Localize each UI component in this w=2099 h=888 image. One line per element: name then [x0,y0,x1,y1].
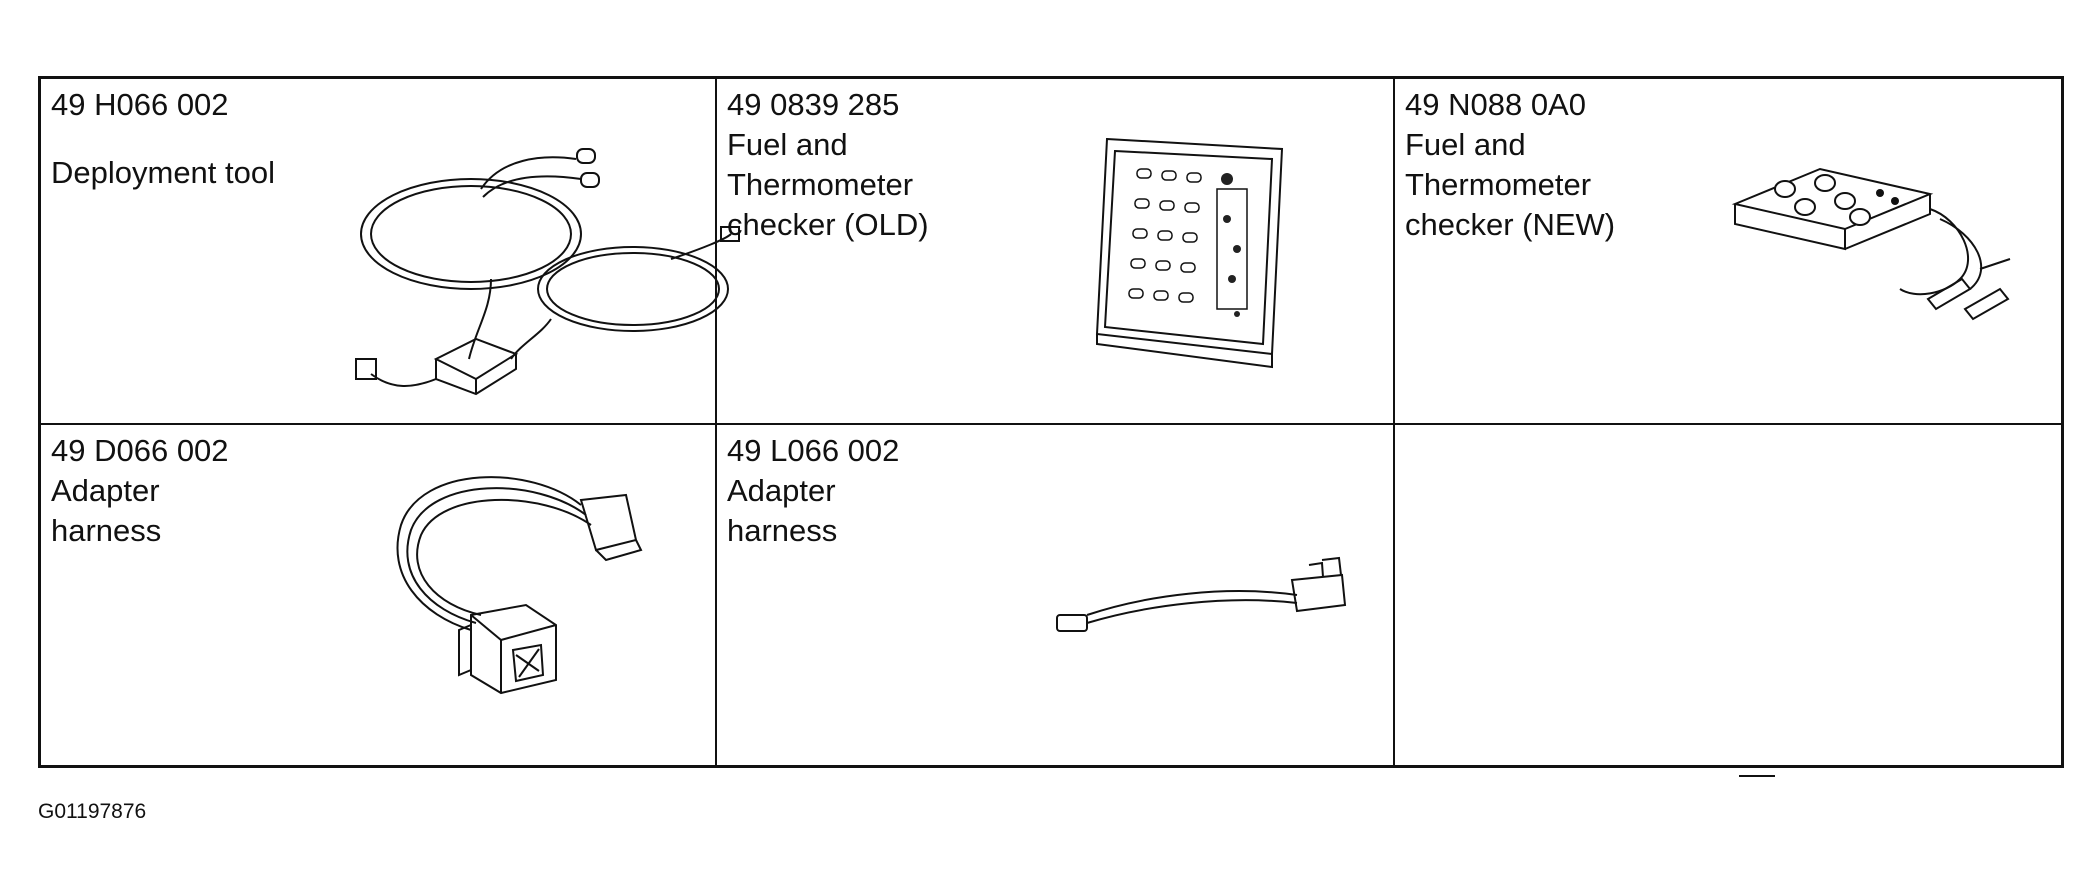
empty-placeholder-dash [1739,775,1775,777]
adapter-harness-d066-illustration [396,476,643,695]
adapter-harness-l066-illustration [1056,556,1347,632]
tool-text: 49 0839 285 Fuel and Thermometer checker… [727,85,929,245]
tool-name-line: Adapter [51,473,160,508]
tool-cell-deployment-tool: 49 H066 002 Deployment tool [41,79,740,425]
part-number: 49 N088 0A0 [1405,87,1586,122]
part-number: 49 L066 002 [727,433,900,468]
checker-new-illustration [1731,167,2011,321]
tool-text: 49 H066 002 Deployment tool [51,85,275,193]
part-number: 49 D066 002 [51,433,229,468]
tool-cell-adapter-harness-l066: 49 L066 002 Adapter harness [717,425,1395,765]
tool-name-line: Deployment tool [51,155,276,190]
tool-name-line: Thermometer [727,167,914,202]
deployment-tool-illustration [355,148,740,396]
tool-cell-empty: — [1395,425,2061,777]
checker-old-illustration [1095,137,1284,369]
figure-id: G01197876 [38,800,147,823]
tool-cell-adapter-harness-d066: 49 D066 002 Adapter harness [41,425,717,765]
tool-text: 49 N088 0A0 Fuel and Thermometer checker… [1405,85,1615,245]
tool-text: 49 D066 002 Adapter harness [51,431,229,551]
tool-name-line: checker (NEW) [1405,207,1616,242]
tool-name-line: Thermometer [1405,167,1592,202]
part-number: 49 H066 002 [51,87,229,122]
special-tools-table: 49 H066 002 Deployment tool [38,76,2064,777]
tool-cell-checker-new: 49 N088 0A0 Fuel and Thermometer checker… [1395,79,2061,425]
tool-name-line: harness [51,513,162,548]
tool-name-line: Fuel and [727,127,848,162]
tool-name-line: checker (OLD) [727,207,929,242]
part-number: 49 0839 285 [727,87,900,122]
tool-name-line: Adapter [727,473,836,508]
tool-name-line: harness [727,513,838,548]
tool-text: 49 L066 002 Adapter harness [727,431,899,551]
tool-cell-checker-old: 49 0839 285 Fuel and Thermometer checker… [717,79,1395,425]
tool-name-line: Fuel and [1405,127,1526,162]
